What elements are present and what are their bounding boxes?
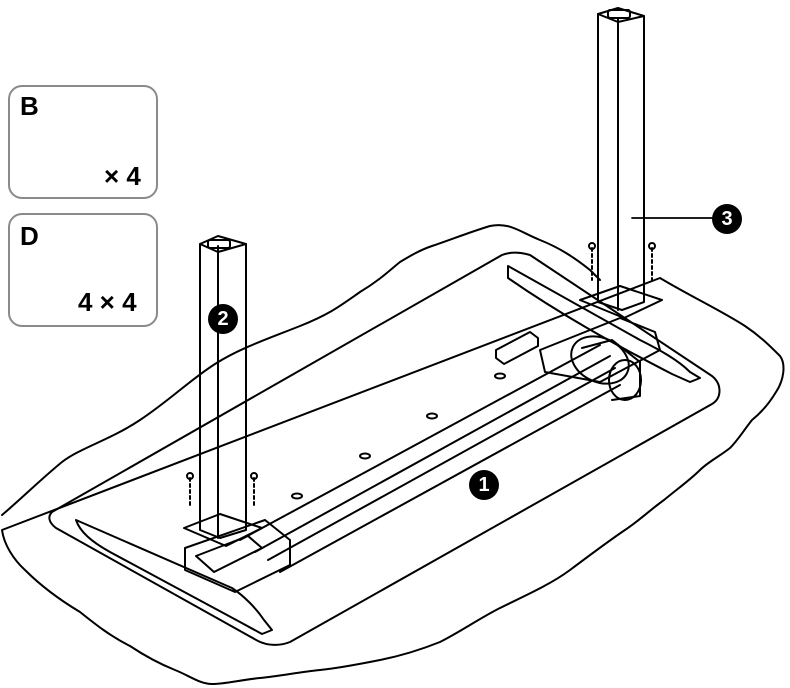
mount-bracket-right	[539, 317, 661, 383]
foot-right	[507, 265, 701, 383]
tabletop-outline	[48, 251, 721, 646]
floor-outline	[1, 224, 785, 685]
part-panel-bolt: B × 4	[8, 85, 158, 199]
part-quantity-b: × 4	[104, 161, 141, 191]
part-letter-d: D	[20, 221, 39, 251]
leg-plate-right	[579, 285, 663, 319]
callout-3: 3	[712, 204, 742, 234]
motor-cap	[608, 359, 642, 401]
leg-column-right	[597, 7, 645, 311]
foot-left	[75, 519, 273, 635]
callout-1: 1	[469, 470, 499, 500]
leg-column-left	[199, 235, 247, 539]
leg-plate-left	[183, 513, 263, 547]
cable-clip	[495, 331, 539, 365]
crossbar-rail-mid	[254, 355, 611, 553]
mount-bracket-left	[184, 519, 291, 593]
part-quantity-d: 4 × 4	[78, 287, 137, 317]
callout-2: 2	[208, 304, 238, 334]
part-panel-key: D 4 × 4	[8, 213, 158, 327]
part-letter-b: B	[20, 91, 39, 121]
crossbar-rail-top	[239, 344, 601, 541]
crossbar-rail-bottom	[279, 384, 621, 573]
